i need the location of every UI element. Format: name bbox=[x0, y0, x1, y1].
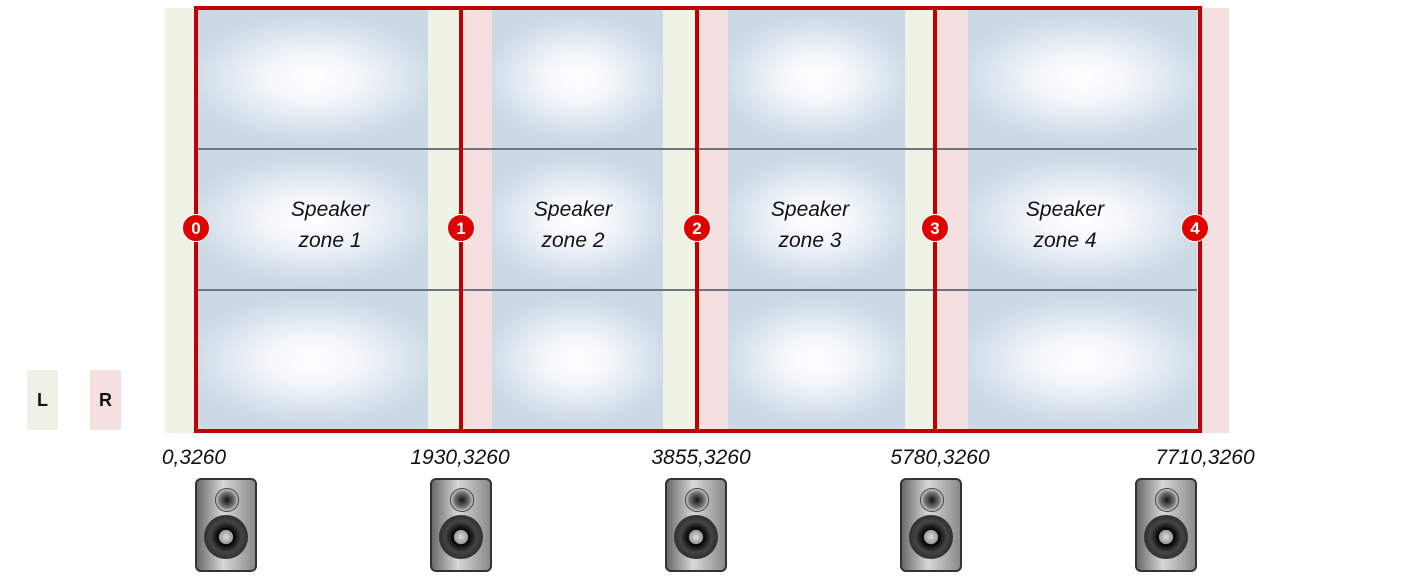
marker-3: 3 bbox=[921, 214, 949, 242]
marker-0: 0 bbox=[182, 214, 210, 242]
display-tile bbox=[968, 149, 1197, 290]
display-tile bbox=[197, 149, 428, 290]
legend-right: R bbox=[90, 370, 121, 430]
marker-1: 1 bbox=[447, 214, 475, 242]
speaker-icon bbox=[665, 478, 727, 572]
display-tile bbox=[968, 8, 1197, 149]
display-tile bbox=[968, 290, 1197, 431]
marker-4: 4 bbox=[1181, 214, 1209, 242]
display-tile bbox=[492, 8, 663, 149]
speaker-coordinate: 1930,3260 bbox=[410, 446, 510, 469]
speaker-icon bbox=[430, 478, 492, 572]
speaker-coordinate: 0,3260 bbox=[161, 446, 227, 469]
display-tile bbox=[728, 149, 905, 290]
speaker-icon bbox=[900, 478, 962, 572]
display-tile bbox=[728, 290, 905, 431]
speaker-icon bbox=[195, 478, 257, 572]
speaker-coordinate: 5780,3260 bbox=[890, 446, 990, 469]
legend-left: L bbox=[27, 370, 58, 430]
display-tile bbox=[492, 149, 663, 290]
speaker-icon bbox=[1135, 478, 1197, 572]
display-tile bbox=[197, 290, 428, 431]
display-tile bbox=[197, 8, 428, 149]
display-tile bbox=[728, 8, 905, 149]
speaker-coordinate: 3855,3260 bbox=[651, 446, 751, 469]
marker-2: 2 bbox=[683, 214, 711, 242]
speaker-coordinate: 7710,3260 bbox=[1155, 446, 1255, 469]
display-tile bbox=[492, 290, 663, 431]
